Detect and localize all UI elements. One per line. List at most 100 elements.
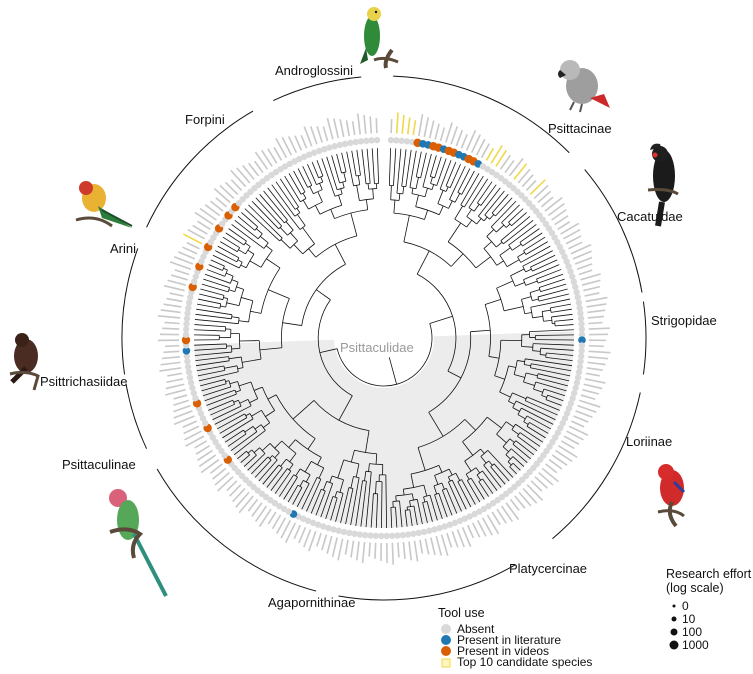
tree-branch (515, 423, 544, 443)
species-name-mark (526, 484, 544, 502)
tip-dot (187, 294, 194, 301)
species-name-mark (186, 241, 200, 250)
clade-bracket (273, 76, 362, 102)
tree-branch (549, 307, 552, 313)
tree-branch (388, 357, 397, 385)
tree-branch (228, 356, 230, 361)
species-name-mark (580, 394, 596, 400)
legend-videos-label: Present in videos (457, 644, 549, 658)
tip-dot (368, 137, 375, 144)
tree-branch (395, 493, 413, 497)
tree-branch (334, 244, 346, 265)
tree-branch (260, 235, 269, 244)
species-name-mark (344, 539, 349, 555)
tree-branch (287, 485, 299, 503)
tree-branch (356, 149, 361, 176)
species-name-mark (470, 134, 481, 154)
species-name-mark (560, 222, 580, 235)
tree-branch (529, 289, 540, 294)
species-name-mark (445, 122, 453, 143)
tree-branch (254, 459, 272, 478)
tip-dot (199, 415, 207, 422)
tree-branch (244, 242, 251, 247)
tree-branch (491, 212, 496, 217)
species-name-mark (236, 167, 251, 184)
species-name-mark (161, 356, 180, 360)
species-name-mark (219, 184, 235, 199)
tree-branch (449, 163, 461, 188)
species-name-mark (573, 415, 589, 423)
tree-branch (496, 280, 514, 289)
species-name-mark (446, 532, 453, 548)
tip-dot (197, 410, 205, 417)
clade-label-psittacinae: Psittacinae (548, 121, 612, 136)
tree-branch (247, 449, 253, 454)
tip-dot (426, 527, 433, 534)
clade-bracket (584, 169, 643, 293)
tree-branch (249, 398, 258, 403)
tip-dot (340, 528, 348, 536)
tip-dot (466, 513, 473, 520)
tree-branch (483, 248, 498, 266)
tree-branch (478, 478, 483, 482)
tip-dot (399, 531, 406, 539)
tree-branch (201, 383, 227, 392)
species-name-mark (331, 537, 338, 558)
tree-branch (309, 186, 314, 194)
species-name-mark (587, 309, 606, 314)
tree-branch (505, 223, 511, 228)
tree-branch (404, 510, 408, 527)
tree-branch (540, 347, 574, 351)
tree-branch (541, 311, 544, 322)
clade-label-psittaculinae: Psittaculinae (62, 457, 136, 472)
tree-branch (212, 254, 240, 269)
tree-branch (488, 460, 493, 466)
tip-dot (557, 424, 564, 432)
tree-branch (194, 347, 227, 351)
tree-branch (253, 386, 263, 391)
tree-branch (509, 462, 514, 468)
tree-branch (476, 218, 482, 225)
tree-branch (461, 479, 476, 505)
tree-branch (215, 250, 237, 263)
species-name-mark (194, 211, 214, 226)
tree-branch (242, 358, 262, 363)
green-parrot-icon (360, 7, 399, 69)
tree-branch (554, 319, 574, 322)
tree-branch (460, 173, 480, 206)
species-name-mark (587, 315, 605, 319)
tip-dot (404, 531, 412, 538)
tree-branch (252, 426, 258, 432)
tree-branch (262, 464, 280, 485)
species-name-mark (194, 440, 208, 449)
tree-branch (480, 448, 485, 454)
tip-dot (200, 253, 207, 260)
tree-branch (251, 456, 269, 475)
tree-branch (224, 379, 227, 384)
species-name-mark (579, 399, 601, 408)
tree-branch (231, 224, 265, 249)
tree-branch (424, 188, 428, 197)
tip-dot (212, 438, 219, 446)
species-name-mark (541, 467, 559, 483)
tree-branch (429, 155, 437, 177)
tree-branch (311, 461, 324, 469)
tree-branch (268, 289, 290, 299)
species-name-mark (513, 163, 528, 180)
tree-branch (490, 226, 497, 233)
legend-absent-swatch (441, 624, 451, 634)
tip-dot (556, 243, 564, 251)
species-name-mark (182, 233, 203, 245)
species-name-mark (261, 149, 273, 167)
tree-branch (398, 193, 401, 201)
species-name-mark (565, 235, 582, 245)
tree-branch (522, 232, 543, 247)
species-name-mark (584, 292, 600, 297)
species-name-mark (401, 114, 405, 134)
tree-branch (293, 474, 298, 478)
tree-branch (532, 350, 541, 352)
tree-branch (319, 348, 338, 354)
tree-branch (251, 409, 262, 417)
tree-branch (194, 343, 227, 346)
species-name-mark (273, 147, 283, 161)
